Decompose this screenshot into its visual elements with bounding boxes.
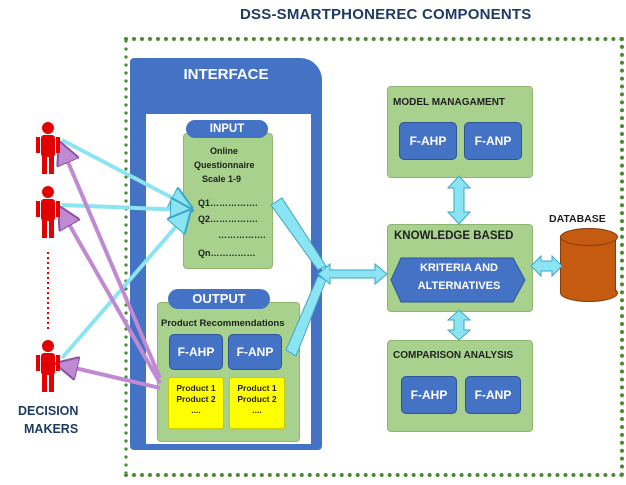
criteria-alternatives-shape xyxy=(390,257,526,303)
criteria-line-2: ALTERNATIVES xyxy=(417,280,501,292)
input-line-q1: Q1……………. xyxy=(198,198,258,208)
output-heading: Product Recommendations xyxy=(161,318,285,329)
knowledge-based-title: KNOWLEDGE BASED xyxy=(394,230,514,242)
input-line-qn: Qn…………… xyxy=(198,248,256,258)
input-line-scale: Scale 1-9 xyxy=(202,174,242,184)
knowledge-database-arrow xyxy=(530,254,563,278)
input-line-q2: Q2……………. xyxy=(198,214,258,224)
person-icon xyxy=(36,186,60,238)
product-item: Product 2 xyxy=(237,394,277,404)
person-to-input-arrows xyxy=(60,138,186,360)
diagram-title: DSS-SMARTPHONEREC COMPONENTS xyxy=(240,6,532,23)
model-management-title: MODEL MANAGAMENT xyxy=(393,97,506,108)
output-fahp-box: F-AHP xyxy=(169,334,223,370)
criteria-line-1: KRITERIA AND xyxy=(419,262,498,274)
input-line-dots: ……………. xyxy=(218,230,266,240)
interface-label: INTERFACE xyxy=(183,66,269,83)
product-item: Product 1 xyxy=(237,383,277,393)
database-label: DATABASE xyxy=(549,213,606,225)
model-fanp-box: F-ANP xyxy=(464,122,522,160)
output-fanp-box: F-ANP xyxy=(228,334,282,370)
database-cylinder-top xyxy=(560,228,618,246)
comparison-analysis-title: COMPARISON ANALYSIS xyxy=(393,350,514,361)
knowledge-comparison-arrow xyxy=(446,309,472,341)
decision-makers-label-1: DECISION xyxy=(18,404,79,418)
model-fahp-box: F-AHP xyxy=(399,122,457,160)
input-line-questionnaire: Questionnaire xyxy=(194,160,255,170)
person-icon xyxy=(36,340,60,392)
product-item: Product 1 xyxy=(176,383,216,393)
product-item: .... xyxy=(191,405,201,415)
comparison-fanp-box: F-ANP xyxy=(465,376,521,414)
output-products-right: Product 1 Product 2 .... xyxy=(229,377,285,429)
decision-makers-label-2: MAKERS xyxy=(24,422,79,436)
system-boundary xyxy=(124,37,624,477)
input-label: INPUT xyxy=(186,120,268,138)
system-boundary-left-edge xyxy=(124,37,128,473)
product-item: .... xyxy=(252,405,262,415)
comparison-fahp-box: F-AHP xyxy=(401,376,457,414)
product-item: Product 2 xyxy=(176,394,216,404)
model-knowledge-arrow xyxy=(446,175,472,225)
output-to-person-arrows xyxy=(62,148,162,390)
output-label: OUTPUT xyxy=(168,289,270,309)
interface-knowledge-arrow xyxy=(317,262,388,286)
input-line-online: Online xyxy=(210,146,239,156)
output-products-left: Product 1 Product 2 .... xyxy=(168,377,224,429)
interface-knowledge-connector xyxy=(270,197,327,357)
person-icon xyxy=(36,122,60,174)
